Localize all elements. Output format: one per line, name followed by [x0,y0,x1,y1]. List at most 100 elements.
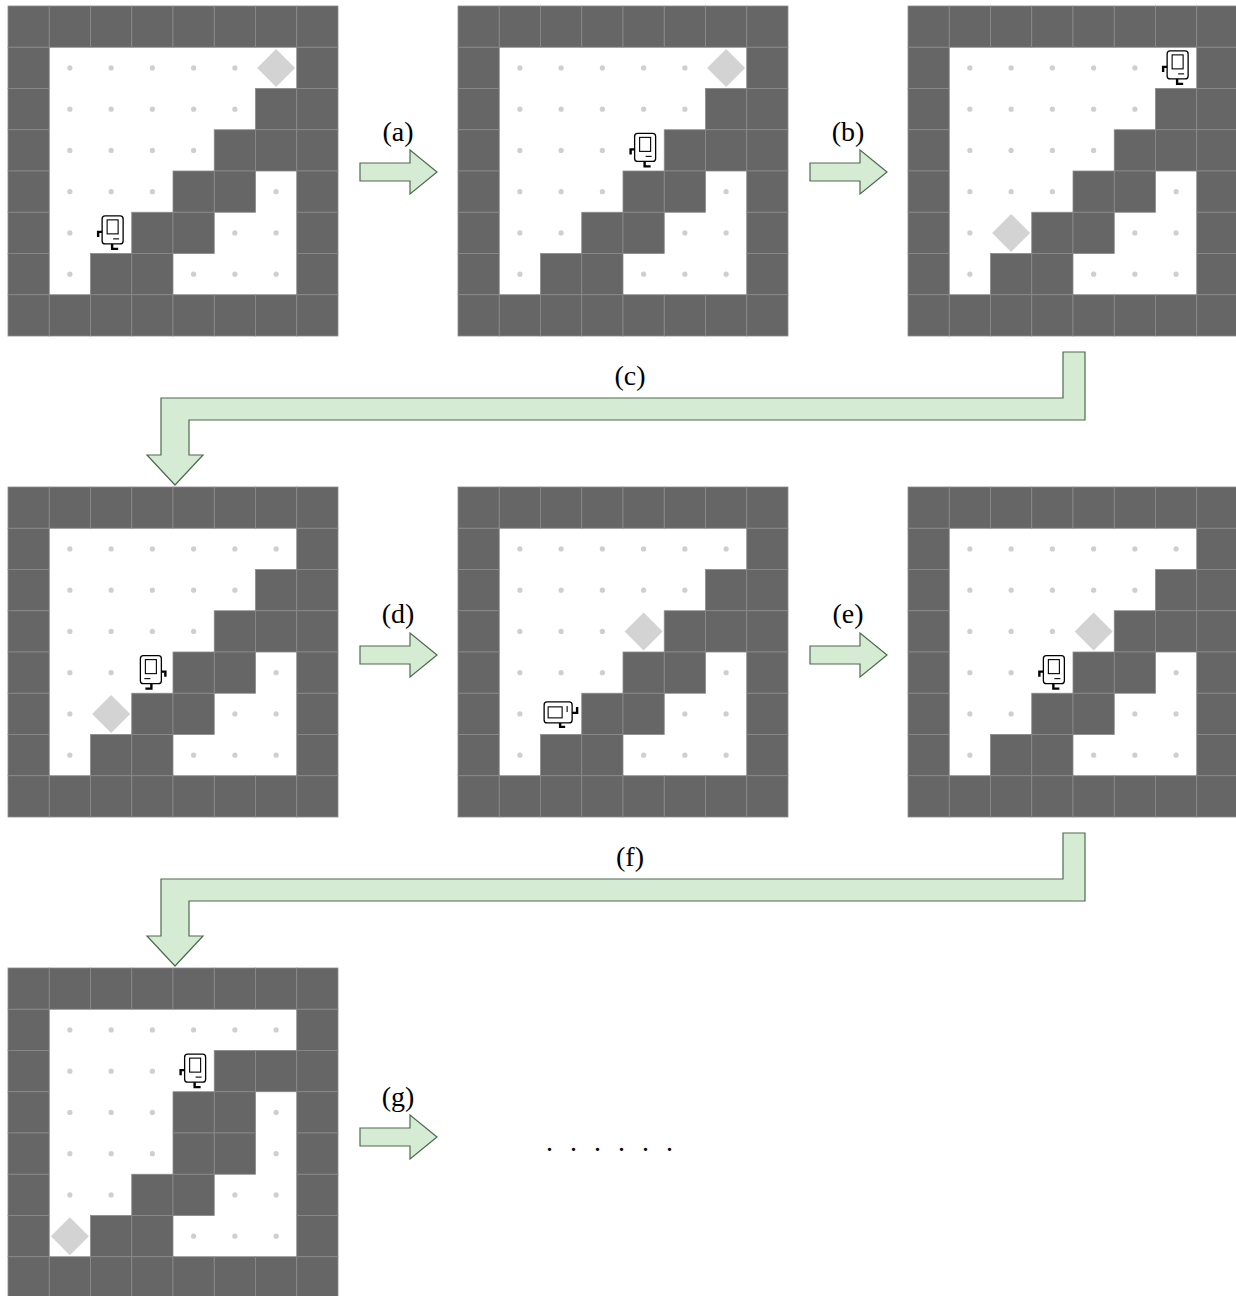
floor-dot [109,1110,114,1115]
floor-dot [191,629,196,634]
floor-dot [724,189,729,194]
floor-dot [641,107,646,112]
floor-dot [274,1192,279,1197]
wall-cell [8,1257,49,1296]
floor-dot [1174,670,1179,675]
floor-dot [67,230,72,235]
wall-cell [991,295,1032,336]
floor-dot [274,670,279,675]
floor-dot [1091,65,1096,70]
gridworld-panel [908,6,1236,336]
floor-dot [1174,546,1179,551]
wall-cell [541,776,582,817]
wall-cell [8,693,49,734]
wall-cell [214,611,255,652]
floor-dot [274,1234,279,1239]
floor-dot [109,1027,114,1032]
goal-diamond [257,49,295,87]
wall-cell [297,89,338,130]
wall-cell [582,6,623,47]
floor-dot [1091,107,1096,112]
wall-cell [91,735,132,776]
floor-dot [1132,753,1137,758]
wall-cell [256,1051,297,1092]
floor-dot [150,65,155,70]
floor-dot [967,588,972,593]
wall-cell [297,47,338,88]
floor-dot [1009,546,1014,551]
wall-cell [8,47,49,88]
floor-dot [559,546,564,551]
wall-cell [747,171,788,212]
wall-cell [706,6,747,47]
wall-cell [1197,295,1236,336]
floor-dot [67,546,72,551]
floor-dot [682,230,687,235]
wall-cell [173,693,214,734]
wall-cell [1073,487,1114,528]
floor-dot [109,148,114,153]
floor-dot [682,753,687,758]
wall-cell [908,254,949,295]
wall-cell [173,968,214,1009]
wall-cell [541,295,582,336]
wall-cell [458,611,499,652]
wall-cell [541,735,582,776]
wall-cell [1114,776,1155,817]
floor-dot [232,1027,237,1032]
step-arrow [147,833,1085,966]
floor-dot [274,546,279,551]
step-label: (f) [616,843,644,871]
floor-dot [1132,65,1137,70]
wall-cell [747,735,788,776]
wall-cell [664,487,705,528]
step-label: (e) [832,600,863,628]
wall-cell [908,487,949,528]
wall-cell [297,1051,338,1092]
gridworld-panel [8,968,338,1296]
floor-dot [641,272,646,277]
floor-dot [600,629,605,634]
floor-dot [191,588,196,593]
floor-dot [517,753,522,758]
wall-cell [1114,295,1155,336]
wall-cell [173,652,214,693]
wall-cell [747,487,788,528]
floor-dot [150,546,155,551]
floor-dot [1091,588,1096,593]
wall-cell [908,528,949,569]
wall-cell [256,570,297,611]
wall-cell [582,693,623,734]
step-label: (c) [614,362,645,390]
floor-dot [682,107,687,112]
wall-cell [1156,611,1197,652]
wall-cell [1197,47,1236,88]
wall-cell [173,1257,214,1296]
wall-cell [747,212,788,253]
wall-cell [1073,212,1114,253]
wall-cell [499,776,540,817]
wall-cell [1032,693,1073,734]
wall-cell [747,130,788,171]
wall-cell [1197,611,1236,652]
wall-cell [1073,776,1114,817]
floor-dot [1050,107,1055,112]
floor-dot [559,629,564,634]
wall-cell [8,735,49,776]
wall-cell [664,6,705,47]
wall-cell [664,611,705,652]
wall-cell [1197,735,1236,776]
wall-cell [173,171,214,212]
floor-dot [517,588,522,593]
wall-cell [173,6,214,47]
step-arrow [360,150,437,194]
floor-dot [191,107,196,112]
wall-cell [623,171,664,212]
floor-dot [150,629,155,634]
floor-dot [67,1027,72,1032]
floor-dot [517,189,522,194]
wall-cell [623,652,664,693]
floor-dot [67,1192,72,1197]
robot-agent [181,1054,206,1087]
